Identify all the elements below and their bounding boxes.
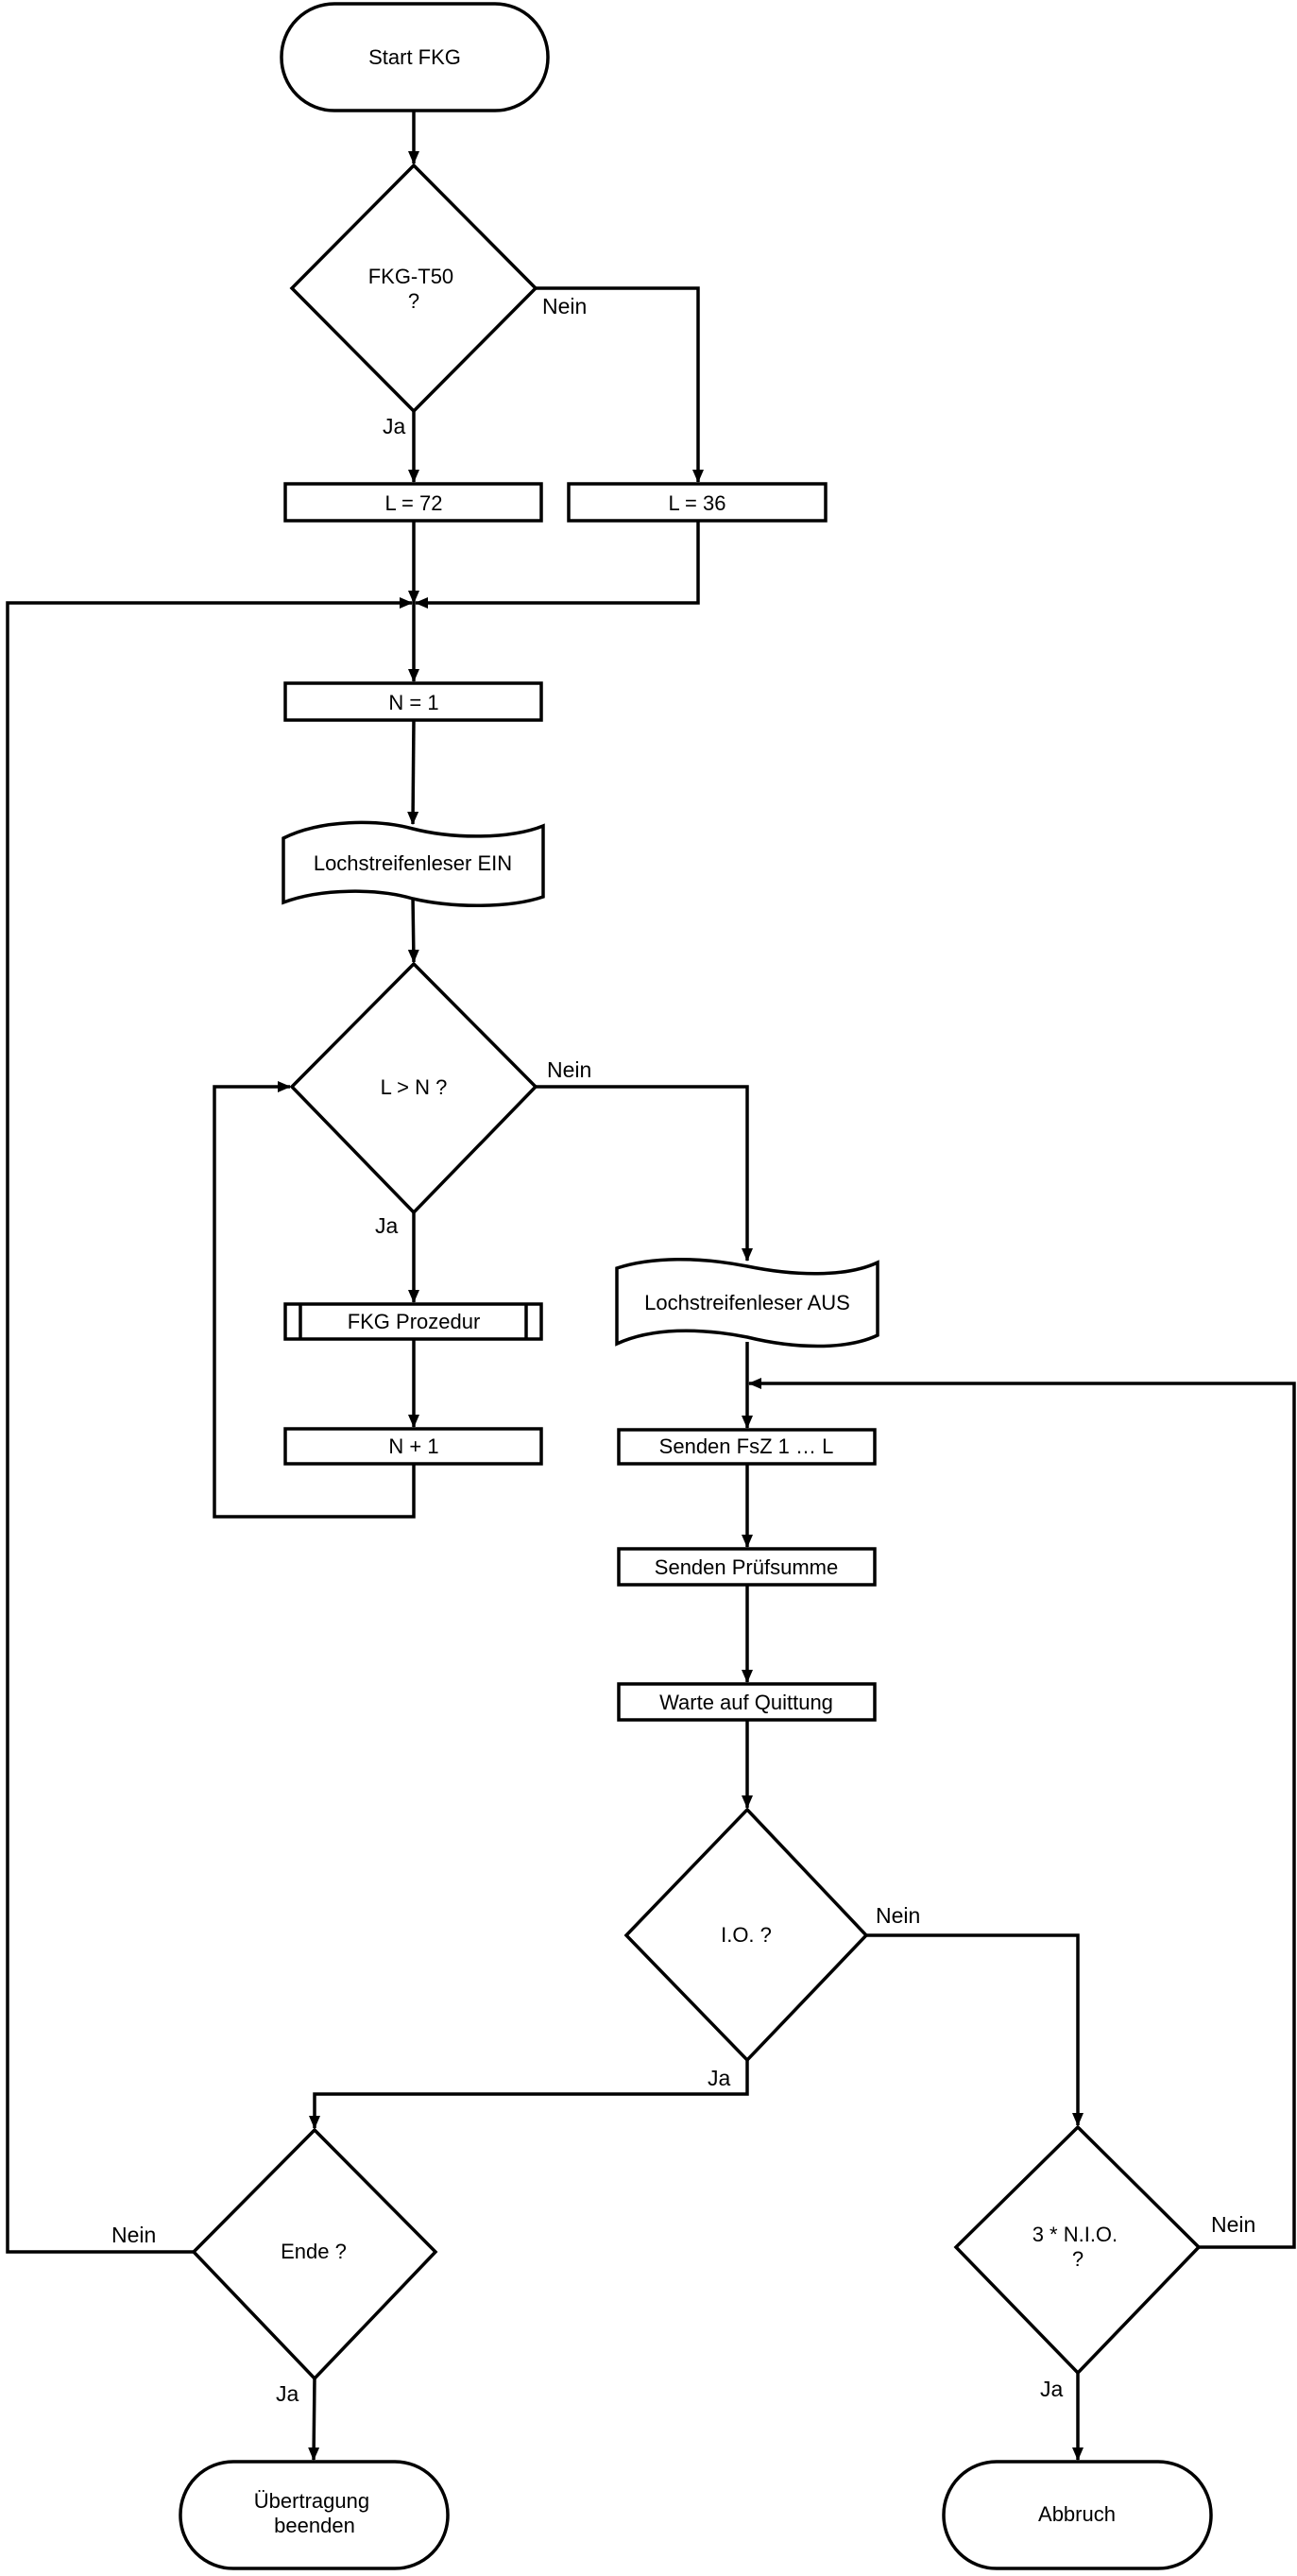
svg-text:3 * N.I.O. ?: 3 * N.I.O. ?	[1032, 2223, 1124, 2271]
process-shape	[617, 1682, 877, 1722]
start-label: Start FKG	[368, 45, 461, 69]
node-senden-fsz: Senden FsZ 1 … L	[617, 1428, 877, 1466]
decision-shape	[289, 163, 538, 414]
senden-label: Senden FsZ 1 … L	[659, 1434, 834, 1458]
nio-ja-label: Ja	[1040, 2377, 1064, 2401]
proc-label: FKG Prozedur	[348, 1310, 481, 1333]
node-decision-fkg-t50: FKG-T50 ?	[289, 163, 538, 414]
edge-labels: Nein Ja Nein Ja Nein Ja Nein Ja Nein Ja	[111, 294, 1255, 2406]
node-uebertragung-beenden: Übertragung beenden	[179, 2460, 450, 2570]
tape-shape	[615, 1258, 879, 1348]
edge-fkg-nein-to-l36	[536, 286, 704, 483]
node-lochstreifenleser-aus: Lochstreifenleser AUS	[615, 1258, 879, 1348]
ende-ja-label: Ja	[276, 2381, 299, 2406]
uebertragung-label-line2: beenden	[274, 2514, 355, 2537]
io-nein-label: Nein	[876, 1903, 920, 1928]
node-start: Start FKG	[280, 2, 550, 112]
uebertragung-label-line1: Übertragung	[254, 2489, 369, 2513]
node-decision-l-gt-n: L > N ?	[289, 961, 538, 1215]
terminator-shape	[942, 2460, 1213, 2570]
terminator-shape	[280, 2, 550, 112]
svg-text:L > N ?: L > N ?	[381, 1075, 448, 1099]
fkg-ja-label: Ja	[383, 414, 406, 438]
connectors	[6, 111, 1296, 2461]
svg-text:Lochstreifenleser AUS: Lochstreifenleser AUS	[644, 1291, 850, 1314]
fkg-nein-label: Nein	[542, 294, 587, 318]
fkg-decision-label-line1: FKG-T50	[368, 265, 453, 288]
node-warte-auf-quittung: Warte auf Quittung	[617, 1682, 877, 1722]
nio-nein-label: Nein	[1211, 2212, 1255, 2237]
node-decision-3-nio: 3 * N.I.O. ?	[953, 2124, 1202, 2376]
svg-text:Senden FsZ 1 … L: Senden FsZ 1 … L	[659, 1434, 834, 1458]
svg-text:Start FKG: Start FKG	[368, 45, 461, 69]
edge-ende-ja-to-uebertragung	[308, 2378, 320, 2461]
process-shape	[617, 1547, 877, 1587]
svg-text:L = 72: L = 72	[385, 491, 443, 515]
warte-label: Warte auf Quittung	[659, 1691, 833, 1714]
tape-shape	[282, 820, 545, 907]
svg-text:I.O. ?: I.O. ?	[721, 1923, 772, 1947]
node-abbruch: Abbruch	[942, 2460, 1213, 2570]
lgn-decision-label: L > N ?	[381, 1075, 448, 1099]
decision-shape	[623, 1807, 869, 2063]
process-shape	[283, 1427, 543, 1466]
edge-nio-nein-loop	[748, 1378, 1296, 2249]
process-shape	[283, 482, 543, 523]
process-shape	[283, 681, 543, 722]
lese-ein-label: Lochstreifenleser EIN	[314, 851, 512, 875]
lgn-ja-label: Ja	[375, 1213, 399, 1238]
svg-text:Senden Prüfsumme: Senden Prüfsumme	[655, 1555, 838, 1579]
edge-ende-nein-loop	[6, 597, 413, 2254]
svg-text:Abbruch: Abbruch	[1038, 2502, 1116, 2526]
node-fkg-prozedur: FKG Prozedur	[283, 1302, 543, 1341]
lgn-nein-label: Nein	[547, 1057, 591, 1082]
node-decision-ende: Ende ?	[191, 2127, 438, 2381]
ende-decision-label: Ende ?	[281, 2240, 347, 2263]
node-l36: L = 36	[567, 482, 828, 523]
svg-text:L = 36: L = 36	[669, 491, 726, 515]
node-decision-io: I.O. ?	[623, 1807, 869, 2063]
io-decision-label: I.O. ?	[721, 1923, 772, 1947]
nio-decision-label-line1: 3 * N.I.O.	[1032, 2223, 1118, 2246]
l72-label: L = 72	[385, 491, 443, 515]
abbruch-label: Abbruch	[1038, 2502, 1116, 2526]
ende-nein-label: Nein	[111, 2223, 156, 2247]
n1-label: N = 1	[388, 691, 438, 714]
svg-text:Ende ?: Ende ?	[281, 2240, 347, 2263]
node-lochstreifenleser-ein: Lochstreifenleser EIN	[282, 820, 545, 907]
nplus-label: N + 1	[388, 1434, 438, 1458]
edge-n1-to-lese-ein	[407, 719, 419, 825]
edge-lese-ein-to-lgn	[407, 895, 419, 963]
edge-lgn-nein-to-lese-aus	[536, 1085, 753, 1262]
decision-shape	[953, 2124, 1202, 2376]
node-senden-pruefsumme: Senden Prüfsumme	[617, 1547, 877, 1587]
fkg-decision-label-line2: ?	[408, 289, 419, 313]
svg-text:N + 1: N + 1	[388, 1434, 438, 1458]
process-shape	[617, 1428, 877, 1466]
terminator-shape	[179, 2460, 450, 2570]
svg-text:Übertragung beenden: Übertragung beenden	[254, 2489, 375, 2537]
node-l72: L = 72	[283, 482, 543, 523]
edge-io-nein-to-nio	[866, 1933, 1084, 2126]
svg-text:FKG Prozedur: FKG Prozedur	[348, 1310, 481, 1333]
pruef-label: Senden Prüfsumme	[655, 1555, 838, 1579]
svg-text:N = 1: N = 1	[388, 691, 438, 714]
lese-aus-label: Lochstreifenleser AUS	[644, 1291, 850, 1314]
decision-shape	[191, 2127, 438, 2381]
edge-l36-to-merge	[415, 521, 700, 609]
io-ja-label: Ja	[708, 2066, 731, 2090]
predefined-process-shape	[283, 1302, 543, 1341]
svg-text:Lochstreifenleser EIN: Lochstreifenleser EIN	[314, 851, 512, 875]
edge-nplus-loop-back	[213, 1081, 416, 1519]
svg-text:FKG-T50 ?: FKG-T50 ?	[368, 265, 460, 313]
edge-io-ja-to-ende	[309, 2060, 749, 2129]
node-n1: N = 1	[283, 681, 543, 722]
process-shape	[567, 482, 828, 523]
node-n-plus-1: N + 1	[283, 1427, 543, 1466]
l36-label: L = 36	[669, 491, 726, 515]
decision-shape	[289, 961, 538, 1215]
nio-decision-label-line2: ?	[1072, 2247, 1084, 2271]
svg-text:Warte auf Quittung: Warte auf Quittung	[659, 1691, 833, 1714]
